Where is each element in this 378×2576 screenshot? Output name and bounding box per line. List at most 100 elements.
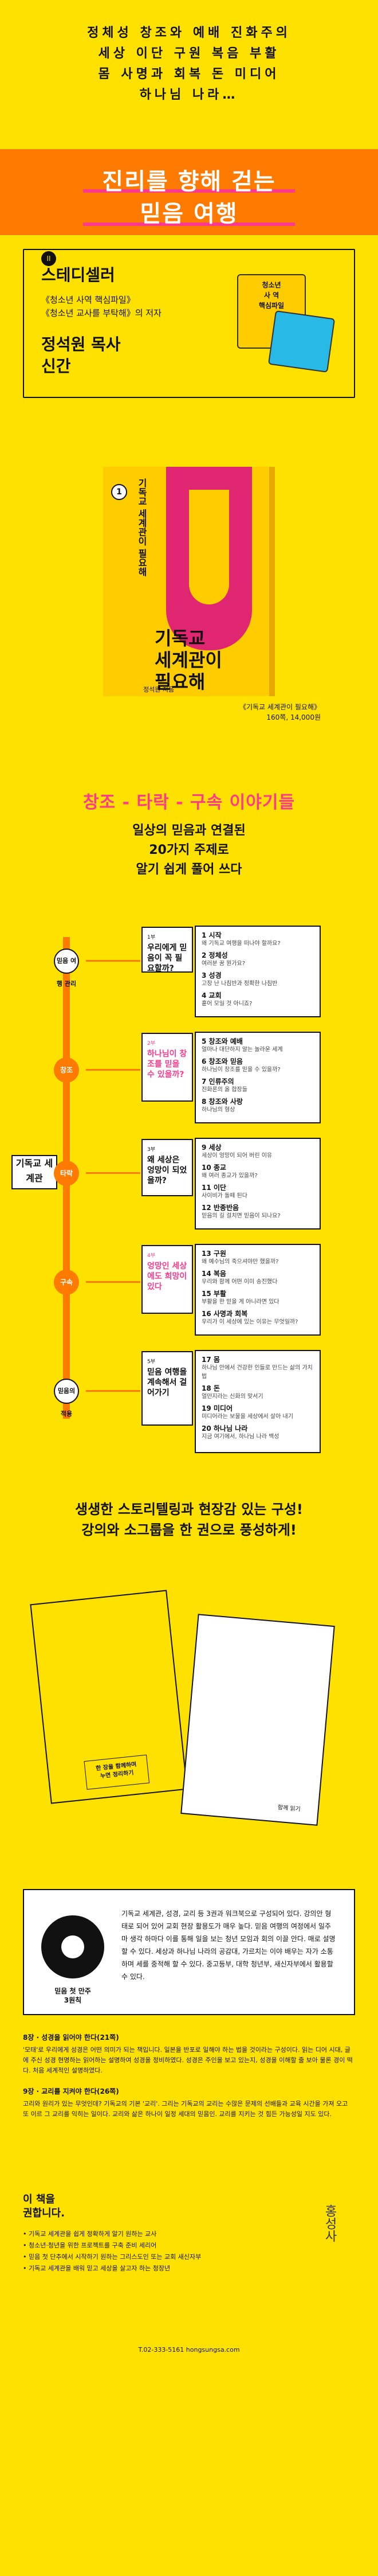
chapter-item-title: 13 구원 [202,1250,226,1258]
diagram-branch [86,960,140,962]
recommend-heading: 이 책을 권합니다. [23,2193,355,2220]
cover-number: 1 [111,484,127,500]
chapter-item-title: 20 하나님 나라 [202,1424,248,1433]
chapter-item-title: 10 종교 [202,1164,226,1172]
recommend-heading-line: 이 책을 [23,2193,55,2206]
diagram-branch [86,1281,140,1283]
chapter-question-text: 엉망인 세상에도 희망이 있다 [147,1262,187,1291]
chapter-item-desc: 고장 난 나침반과 정확한 나침반 [202,981,278,987]
author-badge: II [41,251,56,266]
author-desc-line: 《청소년 교사를 부탁해》의 저자 [41,308,162,318]
recommend-item: • 기독교 세계관을 배워 믿고 세상을 살고자 하는 청장년 [23,2265,171,2272]
chapter-item-desc: 얼마나 대단하지 알는 놀라운 세계 [202,1047,283,1053]
cover-title-line: 필요해 [155,671,206,693]
feature-badge-icon [41,1915,104,1978]
hero-line-2: 세상 이단 구원 복음 부활 [98,46,280,61]
chapter-question: 3부 왜 세상은 엉망이 되었을까? [141,1139,193,1196]
chapter-question-text: 우리에게 믿음이 꼭 필요할까? [147,943,187,973]
price-value: 160쪽, 14,000원 [266,713,321,721]
chapter-item-title: 5 창조와 예배 [202,1037,243,1045]
feature-body: 기독교 세계관, 성경, 교리 등 3권과 워크북으로 구성되어 있다. 강의안… [121,1910,336,1981]
chapter-item-desc: 왜 예수님의 죽으셔야만 했을까? [202,1259,279,1265]
title-stripe [83,223,295,226]
title-line-2: 믿음 여행 [140,201,238,227]
chapter-excerpt: 9장 · 교리를 지켜야 한다(26쪽) 고리와 원리가 있는 무엇인데? 기독… [23,2086,355,2120]
chapter-item-desc: 얼만지라는 신화의 맞서기 [202,1394,263,1400]
book-thumb-2 [267,310,336,373]
diagram-branch [86,1069,140,1071]
chapter-item-title: 18 돈 [202,1384,220,1392]
section-sub-line: 20가지 주제로 [149,843,229,857]
chapter-item-title: 15 부활 [202,1290,226,1298]
feature-title-line: 생생한 스토리텔링과 현장감 있는 구성! [75,1501,303,1517]
sample-page: 한 장을 함께하며 누면 정리하기 [30,1590,188,1804]
chapter-item-desc: 믿음의 길 걸치면 믿음이 되나요? [202,1213,281,1219]
hero-line-1: 정체성 창조와 예배 진화주의 [87,26,291,40]
chapter-item-desc: 하나님의 형상 [202,1107,235,1113]
publisher-seal: 홍성사 [322,2204,337,2242]
chapter-item-title: 9 세상 [202,1143,222,1152]
hero-line-4: 하나님 나라… [139,88,239,102]
author-desc: 《청소년 사역 핵심파일》 《청소년 교사를 부탁해》의 저자 [41,294,162,320]
chapter-excerpt-body: '모태'로 우리에게 성경은 어떤 의미가 되는 책입니다. 일본을 반포로 일… [23,2046,353,2074]
chapter-question-text: 왜 세상은 엉망이 되었을까? [147,1156,187,1185]
book-thumb-label: 핵심파일 [258,302,285,310]
feature-title-line: 강의와 소그룹을 한 권으로 풍성하게! [81,1522,297,1538]
book-cover: 1 기독교 세계관이 필요해 기독교 세계관이 필요해 정석원 지음 [103,467,275,696]
section-heading: 창조 - 타락 - 구속 이야기들 [82,793,296,813]
feature-badge-line: 믿음 첫 만주 [54,1987,91,1995]
chapter-item-desc: 여러분 꿈 뭔가요? [202,961,246,967]
cover-title: 기독교 세계관이 필요해 [155,627,222,693]
diagram-node: 믿음 여행 관리 [54,949,79,988]
chapter-excerpts: 8장 · 성경을 읽어야 한다(21쪽) '모태'로 우리에게 성경은 어떤 의… [0,2032,378,2181]
book-thumb-label: 사 역 [263,291,279,299]
price-info: 《기독교 세계관이 필요해》 160쪽, 14,000원 [239,702,321,723]
feature-badge-text: 믿음 첫 만주 3원칙 [41,1986,104,2005]
section-sub-line: 알기 쉽게 풀어 쓰다 [136,862,242,877]
diagram-node: 창조 [54,1057,79,1083]
chapter-item-desc: 부활을 한 믿을 게 아니라면 있다 [202,1299,279,1305]
cover-title-line: 기독교 [155,627,206,649]
cover-shape [189,490,229,604]
cover-title-line: 세계관이 [155,649,222,671]
sample-foot: 함께 읽기 [277,1804,301,1813]
chapter-excerpt-body: 고리와 원리가 있는 무엇인데? 기독교의 기본 '교리'. 그리는 기독교의 … [23,2100,348,2118]
author-books: 청소년 사 역 핵심파일 [237,274,336,373]
chapter-item-title: 14 복음 [202,1270,226,1278]
chapter-item-title: 2 정체성 [202,951,228,959]
author-name: 정석원 목사 신간 [41,334,121,377]
feature-badge-line: 3원칙 [64,1996,82,2004]
hero: 정체성 창조와 예배 진화주의 세상 이단 구원 복음 부활 몸 사명과 회복 … [0,0,378,149]
author-name-line: 정석원 목사 [41,335,121,354]
hero-line-3: 몸 사명과 회복 돈 미디어 [98,67,280,81]
diagram-node: 타락 [54,1161,79,1186]
chapter-excerpt-title: 9장 · 교리를 지켜야 한다(26쪽) [23,2087,119,2095]
chapter-item-title: 4 교회 [202,992,222,1000]
chapter-excerpt: 8장 · 성경을 읽어야 한다(21쪽) '모태'로 우리에게 성경은 어떤 의… [23,2032,355,2076]
chapter-item-desc: 우리와 함께 어떤 이미 송진했다 [202,1279,278,1285]
recommend-list: • 기독교 세계관을 쉽게 정확하게 알기 원하는 교사 • 청소년·청년을 위… [23,2228,355,2274]
diagram-root: 기독교 세계관 [11,1155,57,1189]
sample-stamp: 한 장을 함께하며 누면 정리하기 [84,1754,150,1790]
book-area: 1 기독교 세계관이 필요해 기독교 세계관이 필요해 정석원 지음 《기독교 … [0,444,378,765]
chapter-item-desc: 왜 기독교 여행을 떠나야 할까요? [202,940,281,947]
book-thumb-label: 청소년 [262,281,281,289]
chapter-item-title: 16 사명과 회복 [202,1310,248,1318]
sample-pages: 한 장을 함께하며 누면 정리하기 함께 읽기 [0,1579,378,1878]
diagram-node: 구속 [54,1270,79,1295]
